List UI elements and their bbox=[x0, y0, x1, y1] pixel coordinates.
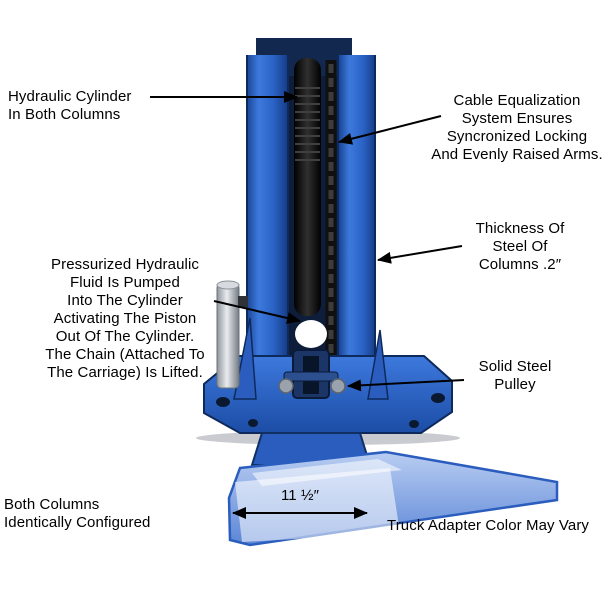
arrow-solid-steel-pulley bbox=[347, 379, 465, 392]
right-gusset bbox=[367, 329, 389, 400]
hydraulic-cylinder bbox=[294, 58, 321, 316]
safety-cylinder-cap bbox=[216, 280, 240, 290]
anchor-bolt-holes bbox=[216, 393, 445, 428]
column-left-rail bbox=[246, 55, 288, 399]
pulley-assembly bbox=[278, 349, 346, 399]
label-cable-equalization: Cable Equalization System Ensures Syncro… bbox=[431, 92, 603, 163]
safety-cylinder-group bbox=[216, 280, 248, 389]
column-right-rail bbox=[338, 55, 376, 399]
pulley-pin bbox=[283, 371, 339, 382]
carriage-hole bbox=[295, 320, 327, 348]
label-both-columns: Both Columns Identically Configured bbox=[4, 496, 151, 531]
truck-adapter-group bbox=[227, 432, 559, 547]
label-hydraulic-cylinder: Hydraulic Cylinder In Both Columns bbox=[8, 88, 132, 123]
arrow-steel-thickness bbox=[377, 245, 463, 264]
arrow-cable-equalization bbox=[338, 115, 442, 145]
safety-cylinder bbox=[216, 283, 240, 389]
label-solid-steel-pulley: Solid Steel Pulley bbox=[478, 358, 552, 393]
label-hydraulic-operation: Pressurized Hydraulic Fluid Is Pumped In… bbox=[45, 256, 205, 381]
ramp-glare-main bbox=[235, 468, 400, 542]
label-steel-thickness: Thickness Of Steel Of Columns .2″ bbox=[475, 220, 565, 273]
pulley-bolt-right bbox=[330, 378, 346, 394]
annotation-arrows bbox=[150, 91, 465, 519]
safety-cylinder-bracket bbox=[238, 296, 248, 308]
pulley-bolt-left bbox=[278, 378, 294, 394]
cylinder-ribs bbox=[295, 87, 320, 161]
label-base-width-dimension: 11 ½″ bbox=[280, 487, 320, 504]
rail-edges bbox=[246, 55, 376, 399]
label-truck-adapter: Truck Adapter Color May Vary bbox=[387, 517, 590, 534]
lift-column bbox=[246, 38, 376, 399]
arrow-hydraulic-operation bbox=[213, 300, 301, 324]
